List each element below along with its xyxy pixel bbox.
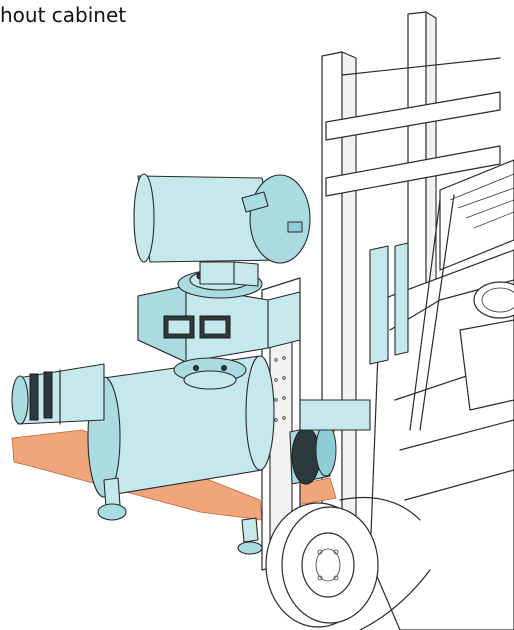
silencer-tank: [11, 355, 275, 555]
inlet-filter: [133, 173, 311, 287]
forklift-wheel: [265, 496, 431, 630]
motor-unit: [289, 399, 371, 485]
figure-caption: hout cabinet: [0, 3, 127, 27]
